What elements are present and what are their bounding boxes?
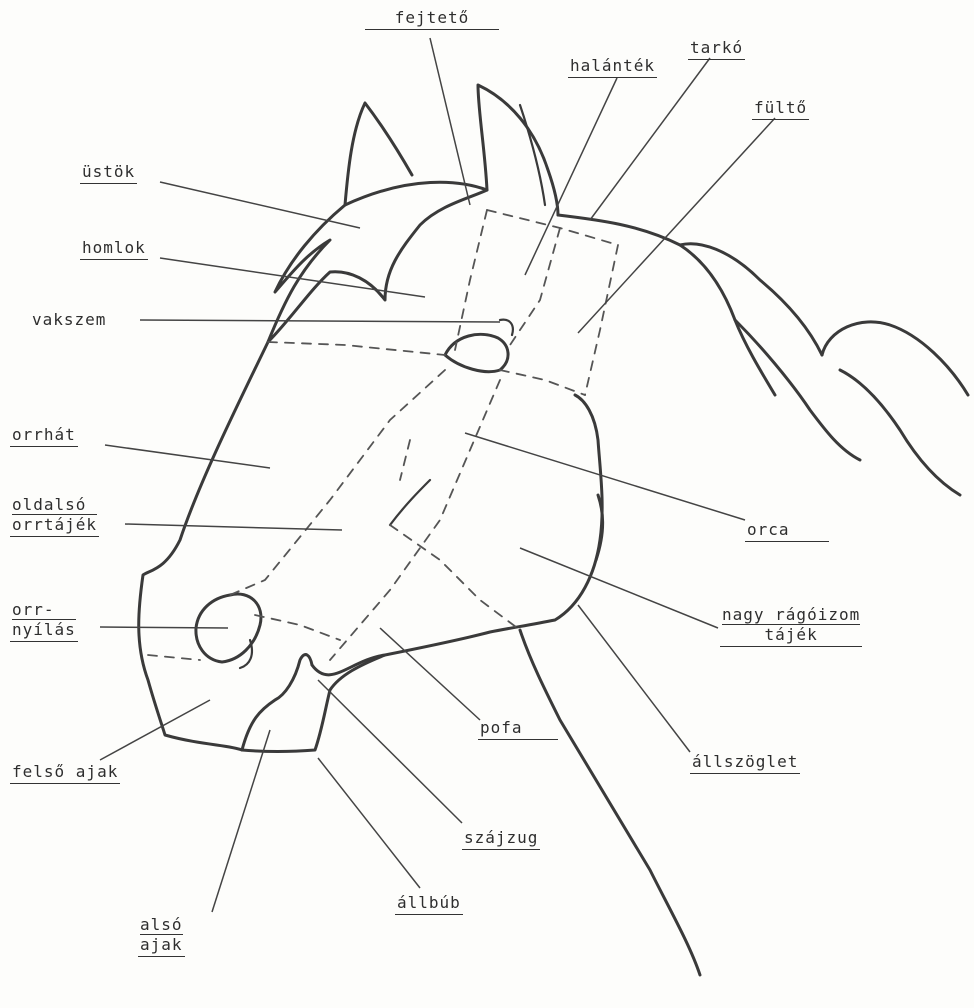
label-text: szájzug — [464, 828, 538, 847]
region-line-eye-right — [500, 370, 585, 395]
label-also-ajak: alsó ajak — [138, 915, 185, 957]
label-text: vakszem — [32, 310, 106, 329]
region-line-temple — [455, 210, 487, 350]
label-text-line-1: oldalsó — [12, 495, 97, 515]
label-tarko: tarkó — [688, 38, 745, 60]
leader-nagy — [520, 548, 718, 628]
jaw-line — [312, 395, 602, 675]
label-text-line-1: alsó — [140, 915, 183, 935]
label-text: halánték — [570, 56, 655, 75]
leader-tarko — [590, 58, 710, 220]
label-pofa: pofa — [478, 718, 558, 740]
label-oldalso-orrtajek: oldalsó orrtájék — [10, 495, 99, 537]
leader-pofa — [380, 628, 480, 720]
region-line-muzzle — [148, 655, 200, 660]
label-fejteto: fejtető — [365, 8, 499, 30]
leader-allbub — [318, 758, 420, 888]
label-vakszem: vakszem — [30, 310, 108, 331]
label-text: üstök — [82, 162, 135, 181]
mane-lock-4 — [735, 320, 860, 460]
face-front — [139, 342, 268, 750]
label-text-line-2: orrtájék — [12, 515, 97, 534]
label-orca: orca — [745, 520, 829, 542]
label-text: pofa — [480, 718, 523, 737]
label-text: fültő — [754, 98, 807, 117]
region-line-nasal — [400, 440, 410, 480]
mane-lock-3 — [840, 370, 960, 495]
leader-fejteto — [430, 38, 470, 205]
leader-szajzug — [318, 680, 462, 823]
region-line-eye-left — [268, 342, 445, 355]
left-ear — [345, 103, 412, 205]
leader-also-ajak — [212, 730, 270, 912]
leader-orr — [100, 627, 228, 628]
label-ustok: üstök — [80, 162, 137, 184]
label-orr-nyilas: orr- nyílás — [10, 600, 78, 642]
label-text: orrhát — [12, 425, 76, 444]
region-line-nose-bridge — [230, 370, 445, 595]
label-text: homlok — [82, 238, 146, 257]
chin — [242, 655, 385, 752]
throat — [520, 630, 700, 975]
leader-felso-ajak — [100, 700, 210, 760]
region-line-face — [330, 380, 500, 660]
eye-brow — [500, 320, 513, 335]
leader-orca — [465, 433, 745, 520]
label-allbub: állbúb — [395, 893, 463, 915]
label-nagy-ragoizom-tajek: nagy rágóizom tájék — [720, 605, 862, 647]
region-line-cheek — [390, 525, 520, 630]
label-text-line-2: tájék — [722, 625, 860, 644]
leader-ustok — [160, 182, 360, 228]
cheek-bump — [390, 480, 430, 525]
leader-allszoglet — [578, 605, 690, 752]
label-szajzug: szájzug — [462, 828, 540, 850]
mane-lock-2 — [822, 322, 968, 395]
label-text-line-1: orr- — [12, 600, 76, 620]
label-text-line-2: ajak — [140, 935, 183, 954]
forelock — [268, 182, 487, 342]
right-ear — [478, 85, 558, 215]
leader-orrhat — [105, 445, 270, 468]
label-text: állszöglet — [692, 752, 798, 771]
label-text: fejtető — [395, 8, 469, 27]
label-halantek: halánték — [568, 56, 657, 78]
label-orrhat: orrhát — [10, 425, 78, 447]
region-line-temple-2 — [510, 228, 560, 345]
label-text-line-1: nagy rágóizom — [722, 605, 860, 625]
label-fulto: fültő — [752, 98, 809, 120]
label-felso-ajak: felső ajak — [10, 762, 120, 784]
label-text: felső ajak — [12, 762, 118, 781]
eye — [445, 334, 508, 371]
label-text-line-2: nyílás — [12, 620, 76, 639]
label-text: tarkó — [690, 38, 743, 57]
leader-vakszem — [140, 320, 500, 322]
label-allszoglet: állszöglet — [690, 752, 800, 774]
label-homlok: homlok — [80, 238, 148, 260]
leader-fulto — [578, 118, 775, 333]
region-line-muzzle-2 — [255, 615, 340, 640]
lower-lip — [242, 655, 312, 750]
label-text: állbúb — [397, 893, 461, 912]
label-text: orca — [747, 520, 790, 539]
